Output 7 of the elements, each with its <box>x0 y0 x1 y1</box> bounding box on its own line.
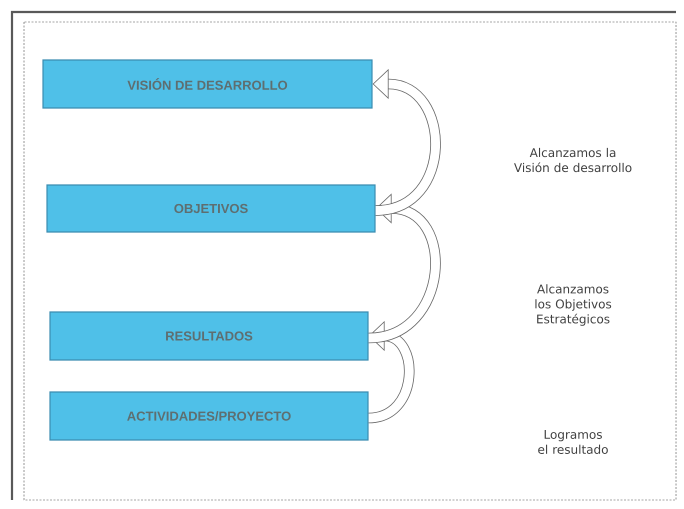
side-note: Alcanzamos la Visión de desarrollo <box>514 148 632 172</box>
process-box: OBJETIVOS <box>46 184 376 233</box>
side-note: Logramos el resultado <box>538 430 608 454</box>
process-box: VISIÓN DE DESARROLLO <box>42 59 373 109</box>
side-note: Alcanzamos los Objetivos Estratégicos <box>535 284 612 326</box>
process-box: ACTIVIDADES/PROYECTO <box>49 391 369 441</box>
process-box: RESULTADOS <box>49 311 369 361</box>
